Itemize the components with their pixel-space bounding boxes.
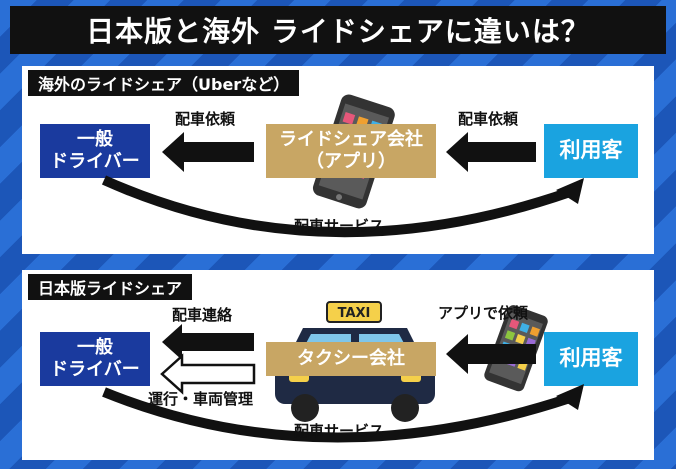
arrow-left-outline-icon <box>160 353 256 395</box>
arrow-left-icon <box>162 324 254 360</box>
overseas-panel: 海外のライドシェア（Uberなど） 一般 ドライバー ライドシェア会社 （アプリ… <box>22 66 654 254</box>
japan-label-bottom: 配車サービス <box>294 422 385 440</box>
page-title: 日本版と海外 ライドシェアに違いは？ <box>10 6 666 54</box>
arrow-left-icon <box>446 334 536 374</box>
curved-arrow-icon <box>101 175 572 238</box>
taxi-sign: TAXI <box>338 306 371 321</box>
arrowhead-icon <box>556 384 584 410</box>
arrow-left-icon <box>446 132 536 172</box>
curved-arrow-icon <box>102 387 572 443</box>
japan-customer-label: 利用客 <box>559 346 623 371</box>
japan-panel: 日本版ライドシェア TAXI <box>22 270 654 460</box>
overseas-label-left: 配車依頼 <box>175 110 236 128</box>
japan-driver-line2: ドライバー <box>50 359 140 380</box>
overseas-label-bottom: 配車サービス <box>294 217 385 235</box>
japan-label-app: アプリで依頼 <box>438 304 529 322</box>
japan-heading: 日本版ライドシェア <box>28 274 193 300</box>
japan-customer-box: 利用客 <box>544 332 638 386</box>
arrow-left-icon <box>162 132 254 172</box>
overseas-label-right: 配車依頼 <box>458 110 519 128</box>
japan-arrows <box>102 324 584 443</box>
overseas-company-box: ライドシェア会社 （アプリ） <box>266 124 436 178</box>
overseas-company-line2: （アプリ） <box>306 151 396 172</box>
overseas-customer-box: 利用客 <box>544 124 638 178</box>
arrowhead-icon <box>556 178 584 204</box>
japan-driver-box: 一般 ドライバー <box>40 332 150 386</box>
overseas-heading: 海外のライドシェア（Uberなど） <box>28 70 300 96</box>
overseas-company-line1: ライドシェア会社 <box>279 129 423 151</box>
japan-driver-line1: 一般 <box>77 337 113 359</box>
overseas-customer-label: 利用客 <box>559 138 623 163</box>
overseas-driver-line1: 一般 <box>77 129 113 151</box>
overseas-driver-line2: ドライバー <box>50 151 140 172</box>
japan-label-manage: 運行・車両管理 <box>148 390 254 408</box>
overseas-arrows <box>101 132 584 238</box>
japan-company-label: タクシー会社 <box>297 348 405 370</box>
japan-label-contact: 配車連絡 <box>172 306 233 324</box>
japan-company-box: タクシー会社 <box>266 342 436 376</box>
overseas-driver-box: 一般 ドライバー <box>40 124 150 178</box>
